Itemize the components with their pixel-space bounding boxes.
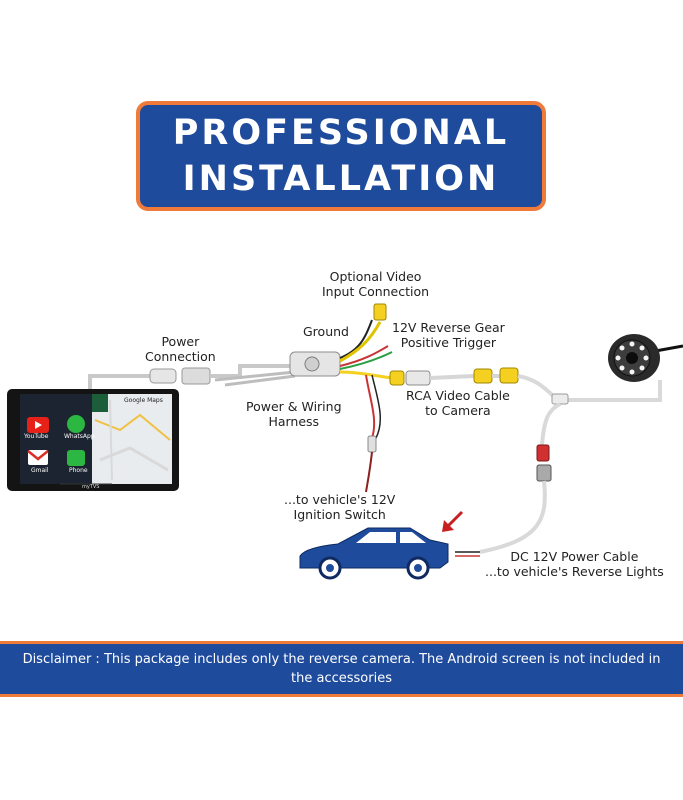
android-screen [7,389,179,491]
app-label-youtube: YouTube [24,433,49,440]
reverse-camera [608,334,683,382]
ignition-wire-black [371,374,382,439]
dc-power-cable [479,480,547,554]
label-dc-power: DC 12V Power Cable ...to vehicle's Rever… [485,549,664,579]
phone-icon [67,450,85,466]
rca-connector-3 [499,367,519,384]
dc-connector-grey [536,464,552,482]
ground-wire [339,319,373,359]
label-reverse-gear: 12V Reverse Gear Positive Trigger [392,320,505,350]
power-cable [88,374,150,390]
disclaimer-bar: Disclaimer : This package includes only … [0,641,683,697]
label-harness: Power & Wiring Harness [246,399,342,429]
screen-brand: myTVS [82,484,100,490]
power-plug-b [181,367,211,385]
optional-video-connector [373,303,387,321]
title-banner: PROFESSIONAL INSTALLATION [136,101,546,211]
maps-label: Google Maps [124,397,163,404]
car-icon [299,527,449,580]
label-ground: Ground [303,324,349,339]
trigger-wire-red [339,345,389,367]
label-optional-video: Optional Video Input Connection [322,269,430,299]
dc-connector-red [536,444,550,462]
app-label-phone: Phone [69,467,88,474]
rca-connector-2 [473,368,493,384]
title-line-1: PROFESSIONAL [172,113,510,153]
rca-connector-1 [389,370,405,386]
disclaimer-text: Disclaimer : This package includes only … [22,652,661,686]
title-line-2: INSTALLATION [182,159,500,199]
label-ignition: ...to vehicle's 12V Ignition Switch [284,492,396,522]
app-label-gmail: Gmail [31,467,49,474]
whatsapp-icon [67,415,85,433]
optional-video-wire [339,321,382,363]
trigger-wire-green [339,351,393,370]
ignition-wire-red [365,374,376,439]
label-rca: RCA Video Cable to Camera [406,388,510,418]
app-label-whatsapp: WhatsApp [64,433,95,440]
rca-wire [339,370,393,380]
label-power-connection: Power Connection [145,334,216,364]
power-plug-a [149,368,177,384]
